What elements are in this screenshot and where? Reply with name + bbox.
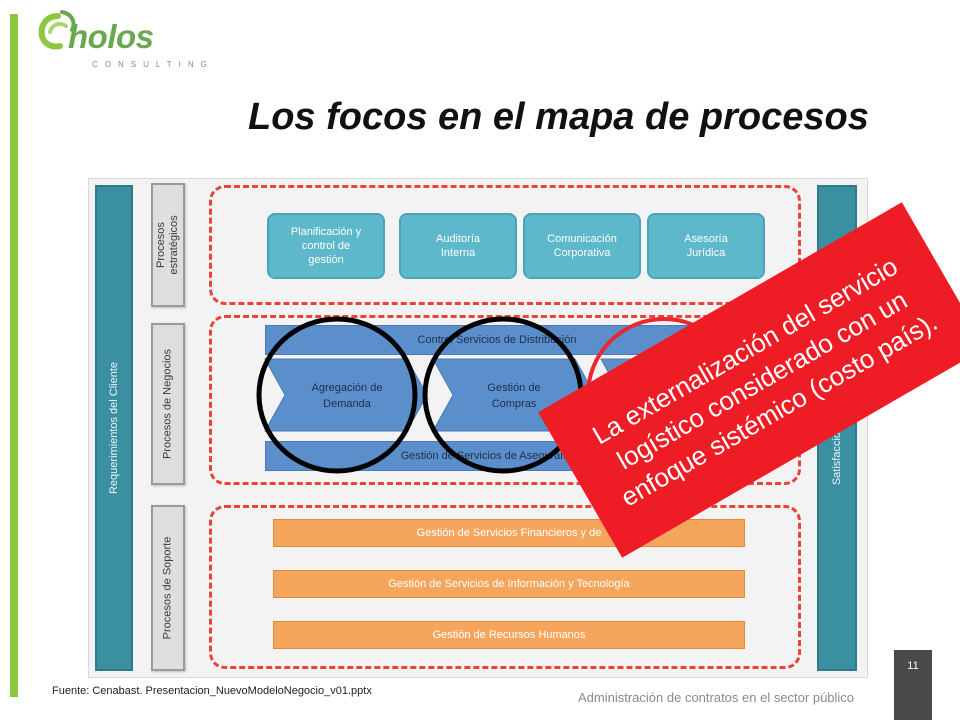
client-requirements-column: Requerimientos del Cliente — [95, 185, 133, 671]
strategic-section-outline — [209, 185, 801, 305]
demand-aggregation-line2: Demanda — [323, 398, 372, 410]
human-resources-label: Gestión de Recursos Humanos — [432, 629, 586, 641]
footer-text: Administración de contratos en el sector… — [578, 690, 855, 705]
it-services-label: Gestión de Servicios de Información y Te… — [388, 578, 630, 590]
purchasing-line1: Gestión de — [487, 382, 540, 394]
support-category: Procesos de Soporte — [151, 505, 185, 671]
purchasing-line2: Compras — [492, 398, 537, 410]
business-category: Procesos de Negocios — [151, 323, 185, 485]
demand-aggregation-chevron — [264, 358, 428, 432]
distribution-control-label: Control Servicios de Distribución — [417, 334, 577, 346]
holos-logo: holos CONSULTING — [36, 6, 207, 76]
demand-aggregation-line1: Agregación de — [312, 382, 383, 394]
slide-title: Los focos en el mapa de procesos — [248, 96, 869, 138]
human-resources-bar: Gestión de Recursos Humanos — [273, 621, 745, 649]
swoosh-icon — [38, 10, 76, 50]
logo-word: holos — [68, 18, 154, 55]
page-number: 11 — [907, 660, 919, 672]
focus-ellipse-demand — [256, 316, 418, 474]
accent-bar — [10, 14, 18, 697]
financial-services-label: Gestión de Servicios Financieros y de — [416, 527, 602, 539]
logo-subtitle: CONSULTING — [92, 60, 214, 69]
source-note: Fuente: Cenabast. Presentacion_NuevoMode… — [52, 685, 372, 697]
it-services-bar: Gestión de Servicios de Información y Te… — [273, 570, 745, 598]
support-section-outline — [209, 505, 801, 669]
page-number-box: 11 — [894, 650, 932, 720]
